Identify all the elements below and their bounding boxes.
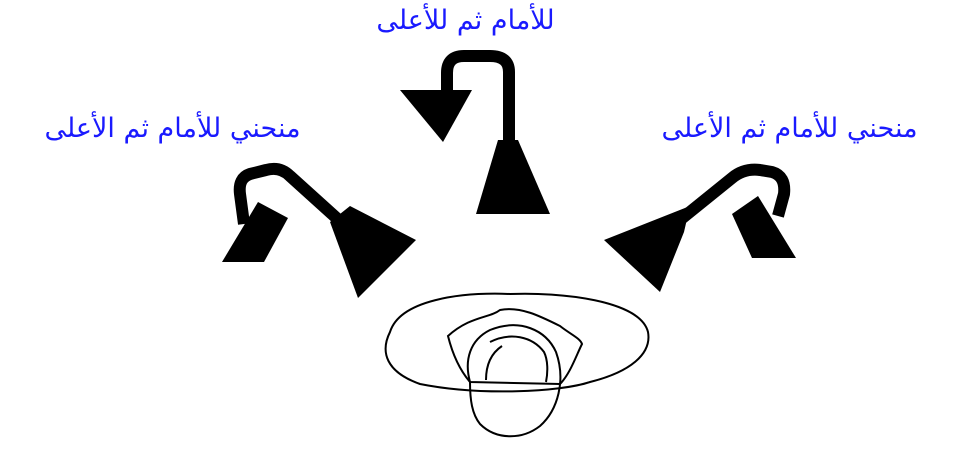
right-arrow-base: [604, 206, 690, 292]
right-arrow-shaft: [680, 170, 784, 220]
top-arrow-head: [400, 90, 472, 142]
shoulders-outline: [386, 294, 649, 392]
top-curved-arrow-icon: [400, 56, 550, 214]
left-arrow-head: [222, 202, 288, 262]
ear-line: [486, 346, 502, 380]
right-curved-arrow-icon: [604, 170, 796, 292]
top-arrow-base: [476, 140, 550, 214]
hair-line: [490, 337, 547, 382]
person-top-view-icon: [386, 294, 649, 437]
left-arrow-base: [330, 206, 416, 298]
left-curved-arrow-icon: [222, 169, 416, 298]
